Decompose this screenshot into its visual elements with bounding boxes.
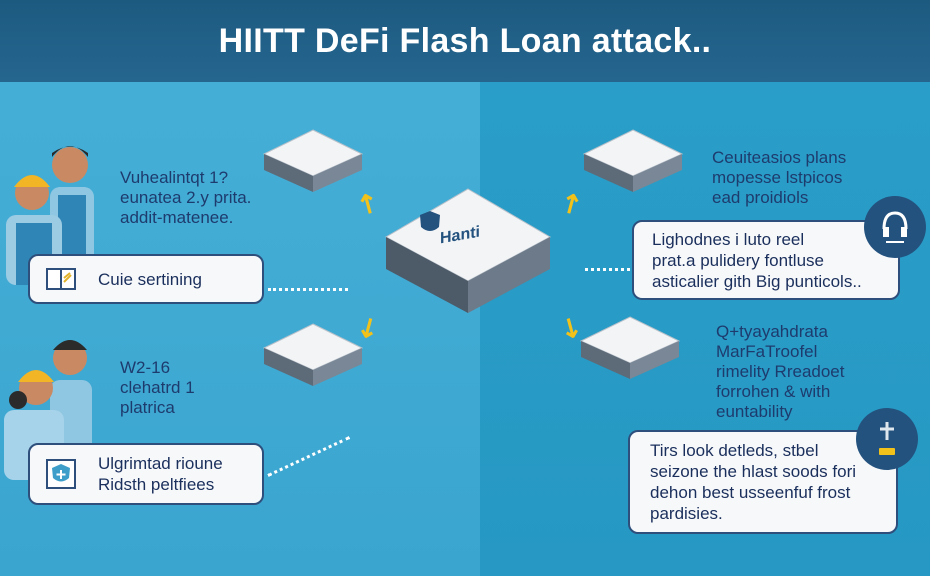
text-line: W2-16 xyxy=(120,358,171,377)
server-node-top-left xyxy=(262,129,364,192)
text-line: euntability xyxy=(716,402,793,421)
text-line: ead proidiols xyxy=(712,188,809,207)
page-title: HIITT DeFi Flash Loan attack.. xyxy=(218,21,712,60)
left-top-description: Vuhealintqt 1? eunatea 2.y prita. addit-… xyxy=(120,168,251,228)
text-line: clehatrd 1 xyxy=(120,378,195,397)
card-line: prat.a pulidery fontluse xyxy=(652,250,824,270)
right-card-1[interactable]: Lighodnes i luto reel prat.a pulidery fo… xyxy=(632,220,900,300)
card-label: Cuie sertining xyxy=(98,269,202,289)
server-node-bottom-right xyxy=(579,316,681,379)
right-top-description: Ceuiteasios plans mopesse lstpicos ead p… xyxy=(712,148,846,208)
tool-badge xyxy=(856,408,918,470)
text-line: eunatea 2.y prita. xyxy=(120,188,252,207)
text-line: platrica xyxy=(120,398,175,417)
left-bottom-description: W2-16 clehatrd 1 platrica xyxy=(120,358,195,418)
card-line: seizone the hlast soods fori xyxy=(650,462,857,481)
server-node-bottom-left xyxy=(262,323,364,386)
text-line: mopesse lstpicos xyxy=(712,168,843,187)
text-line: MarFaTroofel xyxy=(716,342,818,361)
text-line: Ceuiteasios plans xyxy=(712,148,847,167)
text-line: addit-matenee. xyxy=(120,208,234,227)
text-line: Vuhealintqt 1? xyxy=(120,168,229,187)
text-line: Q+tyayahdrata xyxy=(716,322,828,341)
headset-badge xyxy=(864,196,926,258)
card-line: dehon best usseenfuf frost xyxy=(650,483,851,502)
central-server: Hanti xyxy=(380,185,556,320)
card-line: pardisies. xyxy=(650,504,723,523)
header: HIITT DeFi Flash Loan attack.. xyxy=(0,0,930,82)
right-bottom-description: Q+tyayahdrata MarFaTroofel rimelity Rrea… xyxy=(716,322,845,422)
shield-plus-icon xyxy=(46,459,76,489)
card-line: Tirs look detleds, stbel xyxy=(650,441,819,460)
left-card-1[interactable]: Cuie sertining xyxy=(28,254,264,304)
connector-line xyxy=(268,288,348,291)
card-line: Ulgrimtad rioune xyxy=(98,454,223,473)
right-card-2[interactable]: Tirs look detleds, stbel seizone the hla… xyxy=(628,430,898,534)
card-line: Lighodnes i luto reel xyxy=(652,229,805,249)
text-line: rimelity Rreadoet xyxy=(716,362,845,381)
book-icon xyxy=(46,268,76,290)
tool-icon xyxy=(879,422,895,455)
text-line: forrohen & with xyxy=(716,382,831,401)
connector-line xyxy=(585,268,630,271)
left-card-2[interactable]: Ulgrimtad rioune Ridsth peltfiees xyxy=(28,443,264,505)
headset-icon xyxy=(882,211,908,243)
card-line: asticalier gith Big punticols.. xyxy=(652,271,862,291)
central-server-shape xyxy=(384,188,552,313)
server-node-top-right xyxy=(582,129,684,192)
card-line: Ridsth peltfiees xyxy=(98,475,215,494)
